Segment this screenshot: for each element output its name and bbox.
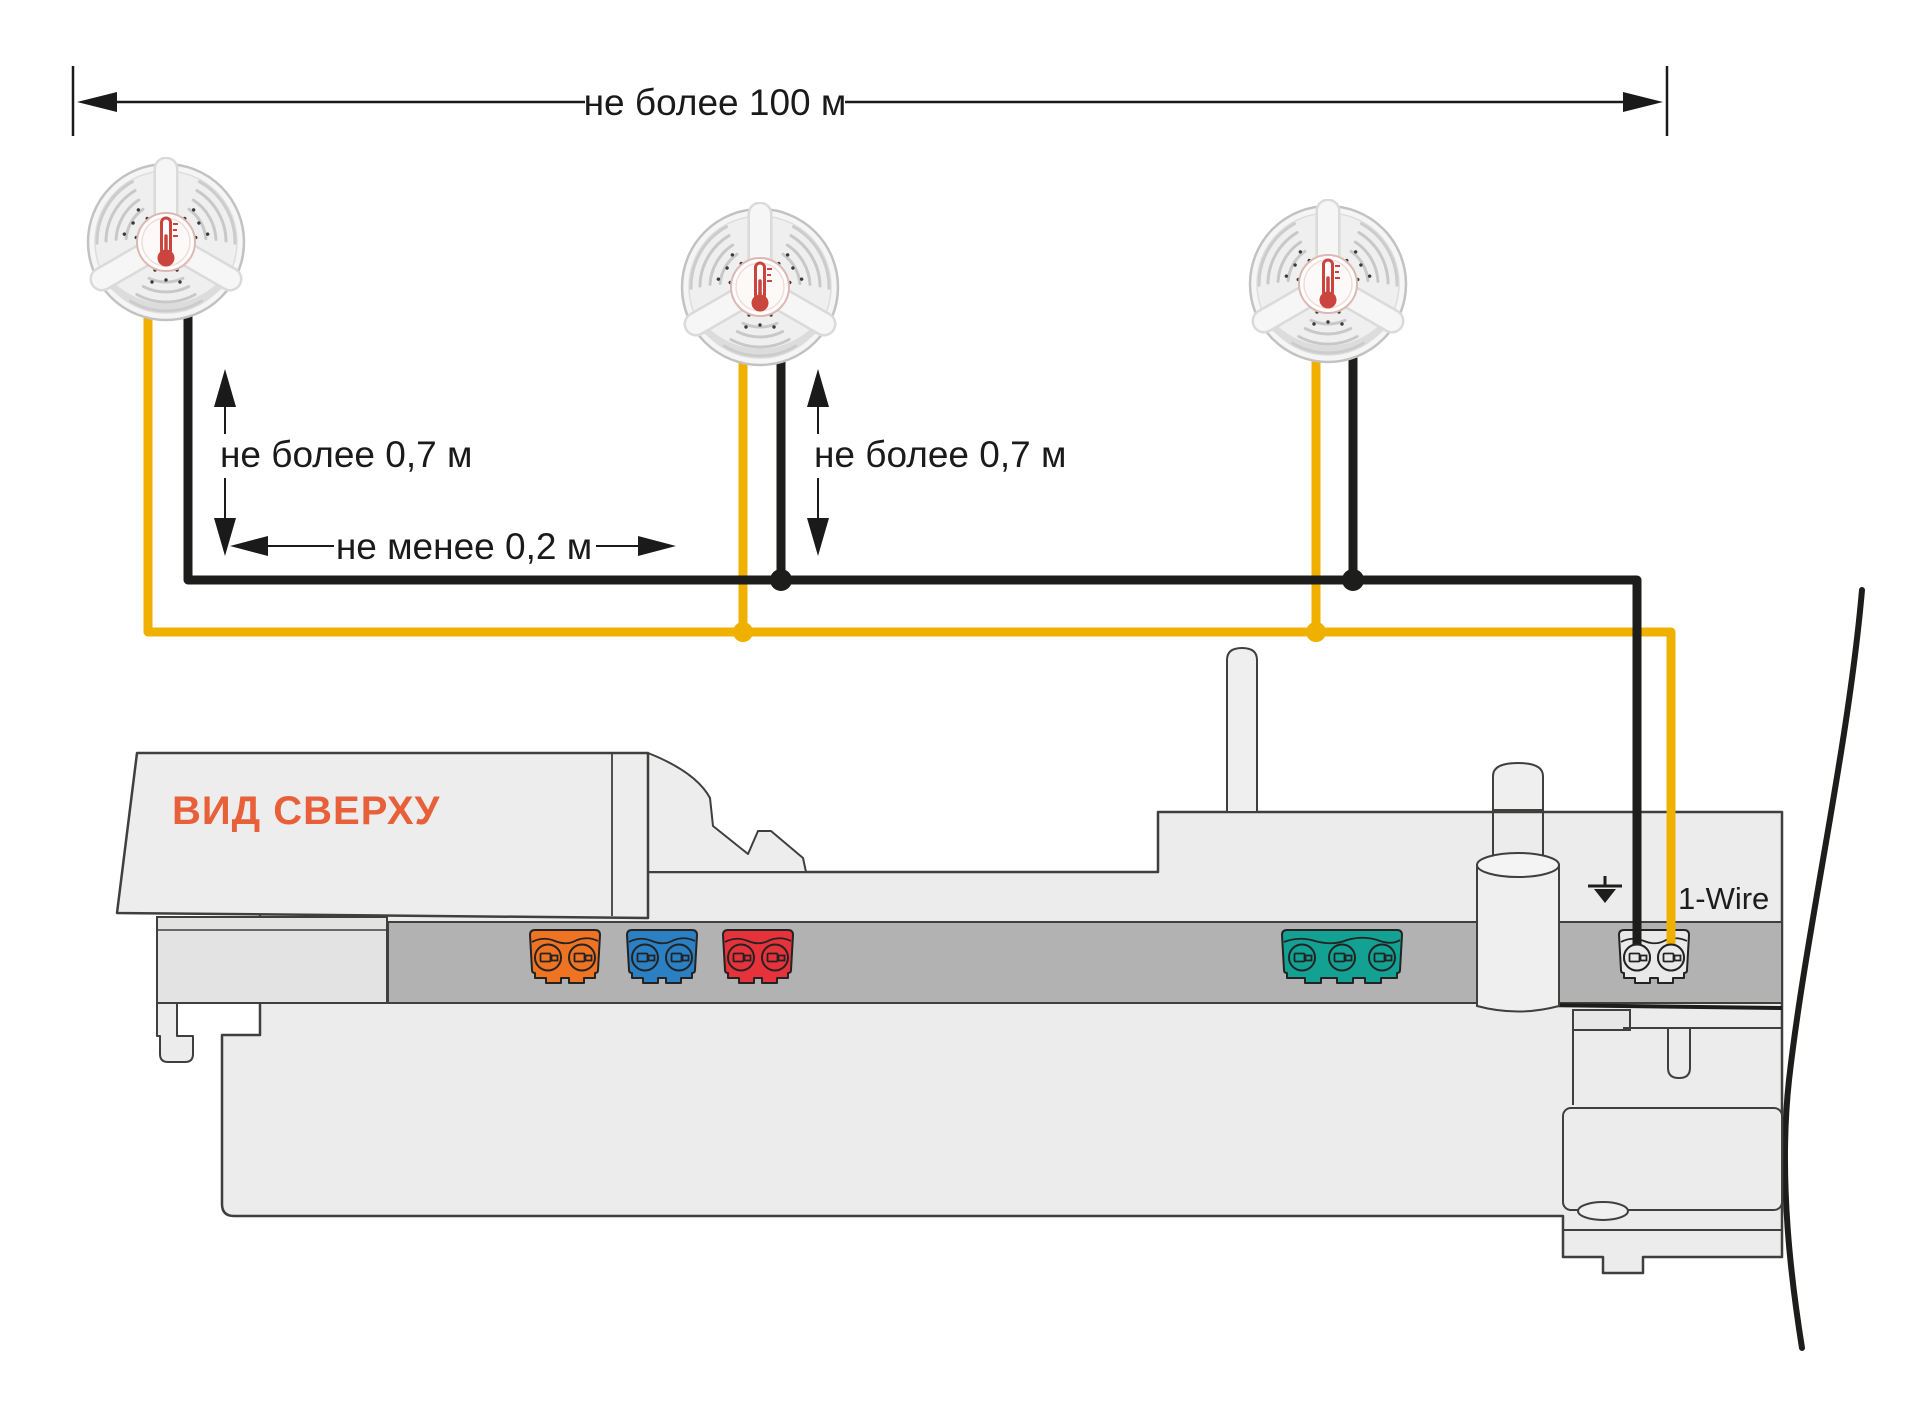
min-spacing-label: не менее 0,2 м bbox=[336, 526, 592, 567]
device-top-panel bbox=[115, 751, 650, 920]
yellow-wire-bus bbox=[143, 300, 1676, 948]
thin-post bbox=[1226, 646, 1258, 813]
black-junction-2 bbox=[770, 569, 792, 591]
band-bottom-edge bbox=[1539, 1003, 1783, 1010]
top-view-label: ВИД СВЕРХУ bbox=[172, 789, 441, 833]
terminal-orange bbox=[529, 929, 601, 984]
dimension-drop-2: не более 0,7 м bbox=[807, 369, 1066, 556]
device-top-wedge bbox=[647, 752, 807, 873]
temperature-sensor-3 bbox=[1250, 206, 1406, 362]
device-left-foot bbox=[156, 1002, 194, 1063]
dimension-total-length: не более 100 м bbox=[71, 66, 1669, 136]
black-wire-bus bbox=[183, 300, 1642, 948]
max-drop-label-2: не более 0,7 м bbox=[814, 434, 1066, 475]
total-length-label: не более 100 м bbox=[584, 82, 847, 123]
terminal-red bbox=[722, 929, 794, 984]
dimension-drop-1: не более 0,7 м bbox=[214, 369, 472, 556]
terminal-blue bbox=[626, 929, 698, 984]
black-junction-3 bbox=[1342, 569, 1364, 591]
chassis-ground-icon bbox=[1588, 876, 1622, 903]
device-bottom-right-details bbox=[1562, 1009, 1783, 1231]
yellow-junction-2 bbox=[733, 622, 753, 642]
yellow-junction-3 bbox=[1306, 622, 1326, 642]
terminal-teal bbox=[1281, 929, 1403, 984]
cylinder-top-bump bbox=[1492, 761, 1544, 811]
max-drop-label-1: не более 0,7 м bbox=[220, 434, 472, 475]
dimension-spacing: не менее 0,2 м bbox=[230, 526, 676, 567]
cylinder-post bbox=[1476, 810, 1560, 1013]
device-left-strip bbox=[156, 916, 388, 1004]
device-top-view: ВИД СВЕРХУ 1-Wire bbox=[115, 587, 1865, 1351]
one-wire-screws bbox=[1623, 943, 1685, 972]
temperature-sensor-2 bbox=[682, 209, 838, 365]
wiring bbox=[143, 300, 1676, 948]
wall-section-curve bbox=[1782, 587, 1865, 1351]
one-wire-label: 1-Wire bbox=[1678, 881, 1769, 916]
temperature-sensor-1 bbox=[88, 164, 244, 320]
